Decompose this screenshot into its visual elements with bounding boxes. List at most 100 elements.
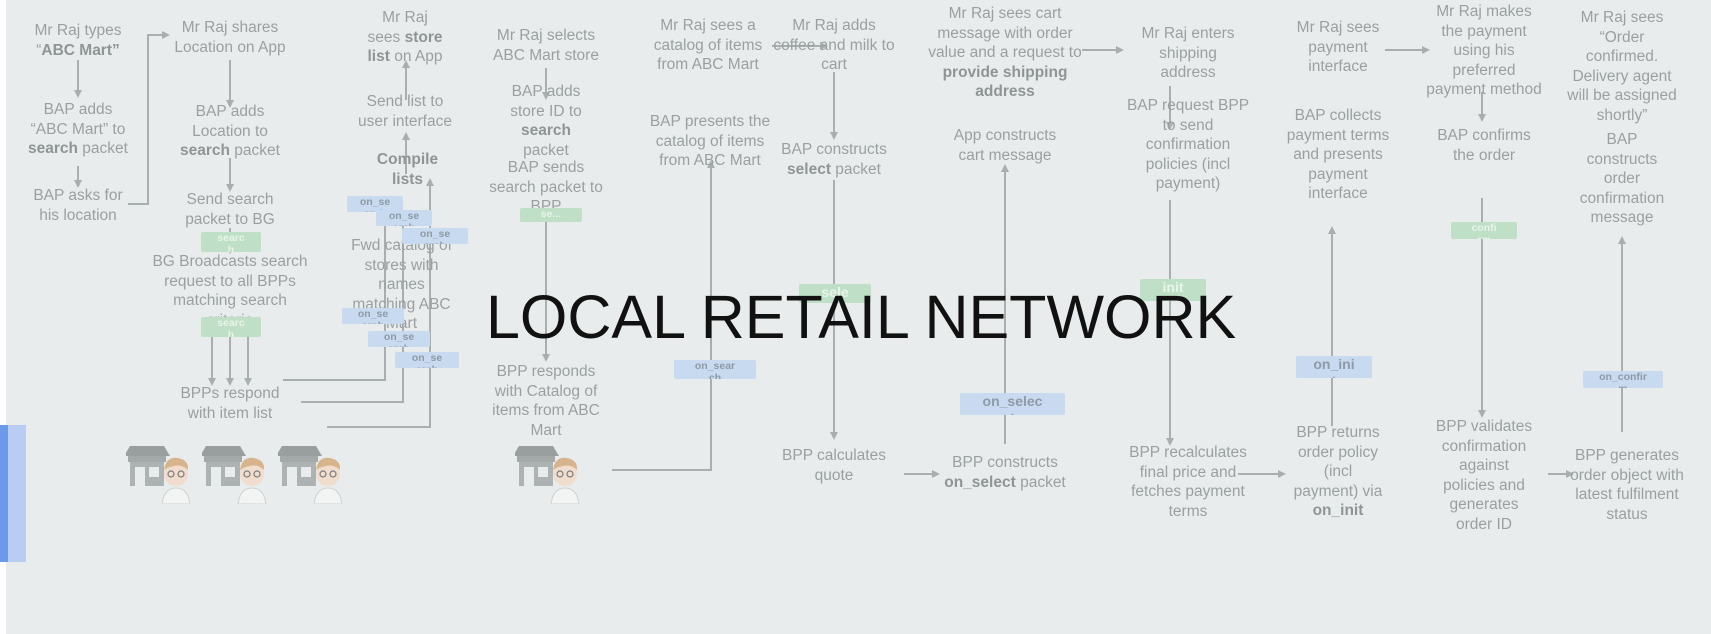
step-text-part: BPP calculates quote bbox=[782, 447, 886, 484]
left-edge-panel-accent bbox=[0, 425, 8, 562]
step-text-part: BAP constructs bbox=[781, 141, 887, 158]
message-chip: init bbox=[1140, 279, 1206, 301]
step-text-part: Mr Raj types “ bbox=[34, 22, 122, 59]
step-text-part: Mr Raj sees bbox=[367, 9, 428, 46]
message-chip: on_se arch bbox=[347, 196, 403, 212]
step-text-bold: select bbox=[787, 160, 831, 178]
step-text-bold: on_init bbox=[1312, 502, 1364, 519]
step-text: BPP generates order object with latest f… bbox=[1552, 446, 1702, 524]
step-text-part: packet bbox=[78, 140, 128, 157]
step-text-part: Mr Raj sees cart message with order valu… bbox=[928, 5, 1082, 61]
step-text: BAP constructs order confirmation messag… bbox=[1552, 130, 1692, 228]
message-chip: on_se arch bbox=[402, 228, 468, 244]
step-text: BPP validates confirmation against polic… bbox=[1412, 417, 1556, 534]
step-text: Mr Raj sees cart message with order valu… bbox=[910, 4, 1100, 102]
message-chip: on_se arch bbox=[376, 210, 432, 226]
diagram-title: LOCAL RETAIL NETWORK bbox=[486, 283, 1237, 351]
step-text: BAP constructs select packet bbox=[764, 140, 904, 179]
step-text-part: packet bbox=[1015, 473, 1066, 491]
step-text-bold: search bbox=[180, 142, 230, 159]
step-text: Mr Raj types “ABC Mart” bbox=[18, 21, 138, 60]
step-text-part: Mr Raj sees “Order confirmed. Delivery a… bbox=[1567, 9, 1677, 124]
step-text: BPP returns order policy (incl payment) … bbox=[1268, 423, 1408, 521]
step-text-part: Mr Raj makes the payment using his prefe… bbox=[1426, 3, 1542, 98]
step-text-part: Send search packet to BG bbox=[185, 191, 275, 228]
store-with-shopkeeper-icon bbox=[202, 446, 267, 504]
step-text-bold: ABC Mart” bbox=[41, 41, 120, 59]
step-text-part: Mr Raj adds coffee and milk to cart bbox=[773, 17, 895, 73]
step-text: BAP adds Location to search packet bbox=[160, 102, 300, 161]
step-text: App constructs cart message bbox=[930, 126, 1080, 165]
store-with-shopkeeper-icon bbox=[126, 446, 191, 504]
step-text-part: BAP constructs order confirmation messag… bbox=[1579, 131, 1665, 226]
step-text: Send list to user interface bbox=[340, 92, 470, 131]
step-text: BAP confirms the order bbox=[1412, 126, 1556, 165]
message-chip: sele bbox=[799, 284, 871, 303]
step-text-part: Send list to user interface bbox=[358, 93, 452, 130]
step-text-part: BAP presents the catalog of items from A… bbox=[649, 113, 771, 169]
step-text-part: BPP constructs bbox=[952, 454, 1058, 471]
step-text: BAP asks for his location bbox=[18, 186, 138, 225]
step-text-part: BPP responds with Catalog of items from … bbox=[492, 363, 600, 439]
step-text-part: BAP request BPP to send confirmation pol… bbox=[1126, 97, 1250, 192]
message-chip: searc h bbox=[201, 317, 261, 337]
step-text-part: BAP sends search packet to BPP bbox=[489, 159, 603, 215]
step-text-part: BAP asks for his location bbox=[33, 187, 123, 224]
step-text: BAP collects payment terms and presents … bbox=[1268, 106, 1408, 204]
step-text-part: Mr Raj selects ABC Mart store bbox=[493, 27, 599, 64]
arrow bbox=[327, 178, 434, 428]
store-with-shopkeeper-icon bbox=[515, 446, 580, 504]
step-text: Mr Raj selects ABC Mart store bbox=[476, 26, 616, 65]
step-text-bold: search bbox=[521, 122, 571, 139]
message-chip: on_confir m bbox=[1583, 371, 1663, 388]
step-text-part: BAP confirms the order bbox=[1437, 127, 1531, 164]
step-text: Mr Raj shares Location on App bbox=[160, 18, 300, 57]
step-text-part: BAP adds “ABC Mart” to bbox=[30, 101, 126, 138]
step-text-part: packet bbox=[830, 160, 881, 178]
step-text: Mr Raj sees “Order confirmed. Delivery a… bbox=[1552, 8, 1692, 125]
step-text-part: BPPs respond with item list bbox=[180, 385, 280, 422]
step-text-part: Mr Raj sees a catalog of items from ABC … bbox=[653, 17, 763, 73]
step-text-part: packet bbox=[230, 142, 280, 159]
step-text: Mr Raj sees a catalog of items from ABC … bbox=[638, 16, 778, 75]
step-text: BAP presents the catalog of items from A… bbox=[630, 112, 790, 171]
step-text: Mr Raj enters shipping address bbox=[1118, 24, 1258, 83]
step-text: BPP constructs on_select packet bbox=[930, 453, 1080, 492]
arrow bbox=[612, 160, 715, 471]
step-text: BPP calculates quote bbox=[764, 446, 904, 485]
step-text-bold: provide shipping address bbox=[942, 63, 1068, 101]
step-text: BPPs respond with item list bbox=[150, 384, 310, 423]
step-text-bold: search bbox=[28, 140, 78, 157]
step-text: BAP adds “ABC Mart” to search packet bbox=[18, 100, 138, 159]
diagram-canvas bbox=[6, 0, 1711, 634]
step-text-part: on App bbox=[389, 48, 443, 65]
message-chip: on_se arch bbox=[368, 331, 430, 347]
message-chip: on_ini t bbox=[1296, 356, 1372, 378]
store-with-shopkeeper-icon bbox=[278, 446, 343, 504]
message-chip: searc h bbox=[201, 232, 261, 252]
step-text-part: Mr Raj enters shipping address bbox=[1141, 25, 1235, 81]
message-chip: on_se arch bbox=[395, 352, 459, 368]
message-chip: on_se arch bbox=[342, 308, 404, 324]
message-chip: se... bbox=[520, 208, 582, 222]
step-text: Mr Raj sees payment interface bbox=[1268, 18, 1408, 77]
step-text: Mr Raj adds coffee and milk to cart bbox=[758, 16, 910, 75]
step-text-part: BAP adds store ID to bbox=[510, 83, 582, 120]
step-text-part: App constructs cart message bbox=[953, 127, 1057, 164]
step-text: BPP responds with Catalog of items from … bbox=[476, 362, 616, 440]
step-text-part: BPP generates order object with latest f… bbox=[1570, 447, 1684, 523]
arrow bbox=[128, 31, 170, 205]
step-text: Mr Raj sees store list on App bbox=[340, 8, 470, 67]
step-text-part: BPP recalculates final price and fetches… bbox=[1129, 444, 1247, 520]
step-text: BAP adds store ID to search packet bbox=[476, 82, 616, 160]
step-text-part: packet bbox=[523, 141, 569, 159]
step-text-part: Mr Raj sees payment interface bbox=[1296, 19, 1380, 75]
step-text-bold: store list bbox=[367, 28, 443, 66]
arrow bbox=[283, 210, 386, 381]
step-text: Compile lists bbox=[350, 150, 465, 189]
step-text-part: BPP returns order policy (incl payment) … bbox=[1293, 424, 1383, 500]
step-text-part: BPP validates confirmation against polic… bbox=[1435, 418, 1533, 533]
step-text-part: Mr Raj shares Location on App bbox=[174, 19, 286, 56]
message-chip: on_selec t bbox=[960, 393, 1065, 415]
